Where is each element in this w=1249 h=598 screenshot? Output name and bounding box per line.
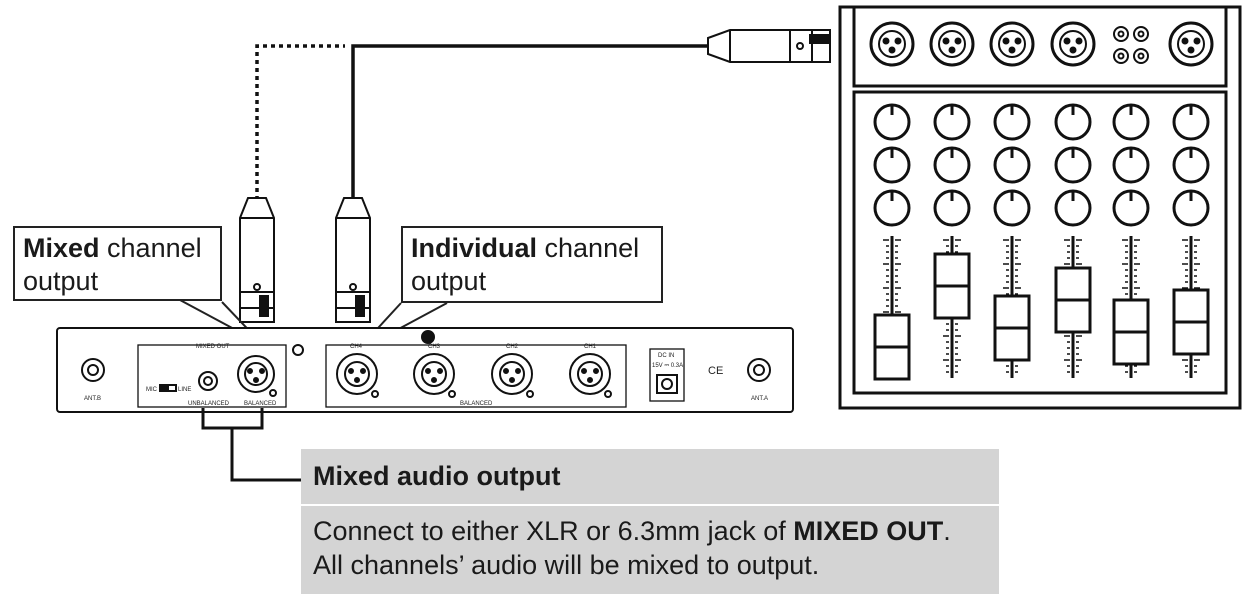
individual-callout-bold: Individual bbox=[411, 233, 538, 263]
mixed-audio-info-box: Mixed audio output Connect to either XLR… bbox=[301, 449, 999, 594]
info-body-pre: Connect to either XLR or 6.3mm jack of bbox=[313, 516, 794, 546]
xlr-plug-left bbox=[239, 197, 275, 323]
mixer-console bbox=[838, 5, 1242, 410]
individual-callout-line2: output bbox=[411, 266, 487, 296]
mixer-xlr-output bbox=[1168, 21, 1214, 67]
info-body-bold: MIXED OUT bbox=[793, 516, 944, 546]
label-ch4: CH4 bbox=[350, 344, 363, 350]
label-ch1: CH1 bbox=[584, 344, 597, 350]
jack-6-3mm bbox=[198, 371, 218, 391]
xlr-plug-right bbox=[335, 197, 371, 323]
ch1-xlr bbox=[569, 353, 612, 398]
antenna-b-connector bbox=[81, 358, 105, 382]
info-body-post: . bbox=[943, 516, 951, 546]
label-unbalanced: UNBALANCED bbox=[188, 401, 230, 407]
info-body-line2: All channels’ audio will be mixed to out… bbox=[313, 550, 820, 580]
label-balanced: BALANCED bbox=[460, 401, 493, 407]
mixer-xlr-input-2 bbox=[929, 21, 975, 67]
individual-channel-callout: Individual channel output bbox=[401, 226, 663, 303]
mixed-callout-line2: output bbox=[23, 266, 99, 296]
label-ch3: CH3 bbox=[428, 344, 441, 350]
ch2-xlr bbox=[491, 353, 534, 398]
receiver-rear-panel bbox=[56, 327, 794, 413]
label-dc-rating: 15V ⎓ 0.3A bbox=[652, 363, 683, 369]
mixer-xlr-input-1 bbox=[869, 21, 915, 67]
label-mic: MIC bbox=[146, 387, 158, 393]
mixed-callout-rest: channel bbox=[99, 233, 202, 263]
label-ch2: CH2 bbox=[506, 344, 519, 350]
label-line: LINE bbox=[178, 387, 191, 393]
dc-in-jack bbox=[656, 374, 678, 394]
label-dc-in: DC IN bbox=[658, 353, 674, 359]
mixed-out-bracket bbox=[201, 408, 301, 482]
xlr-plug-mixer bbox=[707, 29, 831, 63]
mixer-xlr-input-4 bbox=[1050, 21, 1096, 67]
mixed-out-xlr bbox=[237, 355, 275, 393]
label-balanced-mixed: BALANCED bbox=[244, 401, 277, 407]
antenna-a-connector bbox=[747, 358, 771, 382]
ch4-xlr bbox=[336, 353, 379, 398]
ch3-xlr bbox=[413, 353, 456, 398]
info-heading: Mixed audio output bbox=[301, 449, 999, 506]
label-ant-a: ANT.A bbox=[751, 396, 768, 402]
dotted-cable bbox=[255, 44, 345, 200]
label-mixed-out: MIXED OUT bbox=[196, 344, 230, 350]
mixed-callout-bold: Mixed bbox=[23, 233, 100, 263]
ce-mark: CE bbox=[708, 365, 723, 377]
mixed-channel-callout: Mixed channel output bbox=[13, 226, 222, 301]
info-body: Connect to either XLR or 6.3mm jack of M… bbox=[301, 506, 999, 582]
label-ant-b: ANT.B bbox=[84, 396, 101, 402]
individual-callout-rest: channel bbox=[537, 233, 640, 263]
mixer-xlr-input-3 bbox=[989, 21, 1035, 67]
solid-cable bbox=[351, 44, 708, 200]
mixer-rca-inputs bbox=[1113, 26, 1149, 64]
